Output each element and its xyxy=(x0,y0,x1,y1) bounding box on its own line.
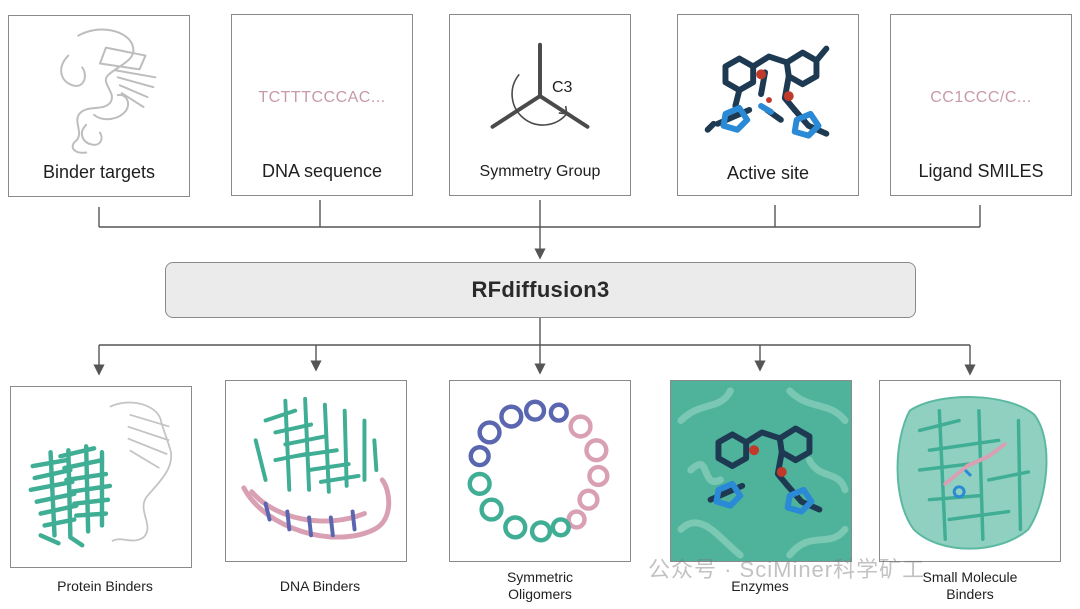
input-dna-sequence: TCTTTCCCAC... DNA sequence xyxy=(231,14,413,196)
symmetry-group-label: Symmetry Group xyxy=(479,163,601,180)
watermark: 公众号 · SciMiner科学矿工 xyxy=(648,557,926,582)
active-site-molecule-icon xyxy=(704,45,830,139)
dna-binder-structure-icon xyxy=(241,396,392,540)
rfdiffusion3-title: RFdiffusion3 xyxy=(471,277,610,302)
protein-binder-structure-icon xyxy=(28,401,172,548)
dna-binders-label: DNA Binders xyxy=(279,578,361,594)
ligand-smiles-value: CC1CCC/C... xyxy=(930,89,1032,106)
input-active-site: Active site xyxy=(677,14,859,196)
small-molecule-binder-structure-icon xyxy=(896,396,1048,550)
output-enzymes xyxy=(670,380,852,562)
input-binder-targets: Binder targets xyxy=(8,15,190,197)
input-symmetry-group: C3 Symmetry Group xyxy=(449,14,631,196)
output-protein-binders xyxy=(10,386,192,568)
input-ligand-smiles: CC1CCC/C... Ligand SMILES xyxy=(890,14,1072,196)
output-symmetric-oligomers xyxy=(449,380,631,562)
protein-binders-label: Protein Binders xyxy=(57,578,153,594)
enzymes-label: Enzymes xyxy=(731,578,789,594)
dna-sequence-label: DNA sequence xyxy=(261,161,383,181)
output-dna-binders xyxy=(225,380,407,562)
ligand-smiles-label: Ligand SMILES xyxy=(918,161,1044,181)
output-small-molecule-binders xyxy=(879,380,1061,562)
small-molecule-binders-label: Small Molecule Binders xyxy=(922,569,1018,602)
protein-structure-icon xyxy=(60,28,157,154)
dna-sequence-value: TCTTTCCCAC... xyxy=(258,89,386,106)
active-site-label: Active site xyxy=(726,163,810,183)
enzyme-structure-icon xyxy=(671,381,851,561)
c3-symmetry-icon xyxy=(490,42,590,129)
c3-label: C3 xyxy=(552,79,573,96)
rfdiffusion3-box: RFdiffusion3 xyxy=(165,262,916,318)
symmetric-oligomer-structure-icon xyxy=(467,399,610,543)
binder-targets-label: Binder targets xyxy=(42,162,156,182)
symmetric-oligomers-label: Symmetric Oligomers xyxy=(506,569,574,602)
